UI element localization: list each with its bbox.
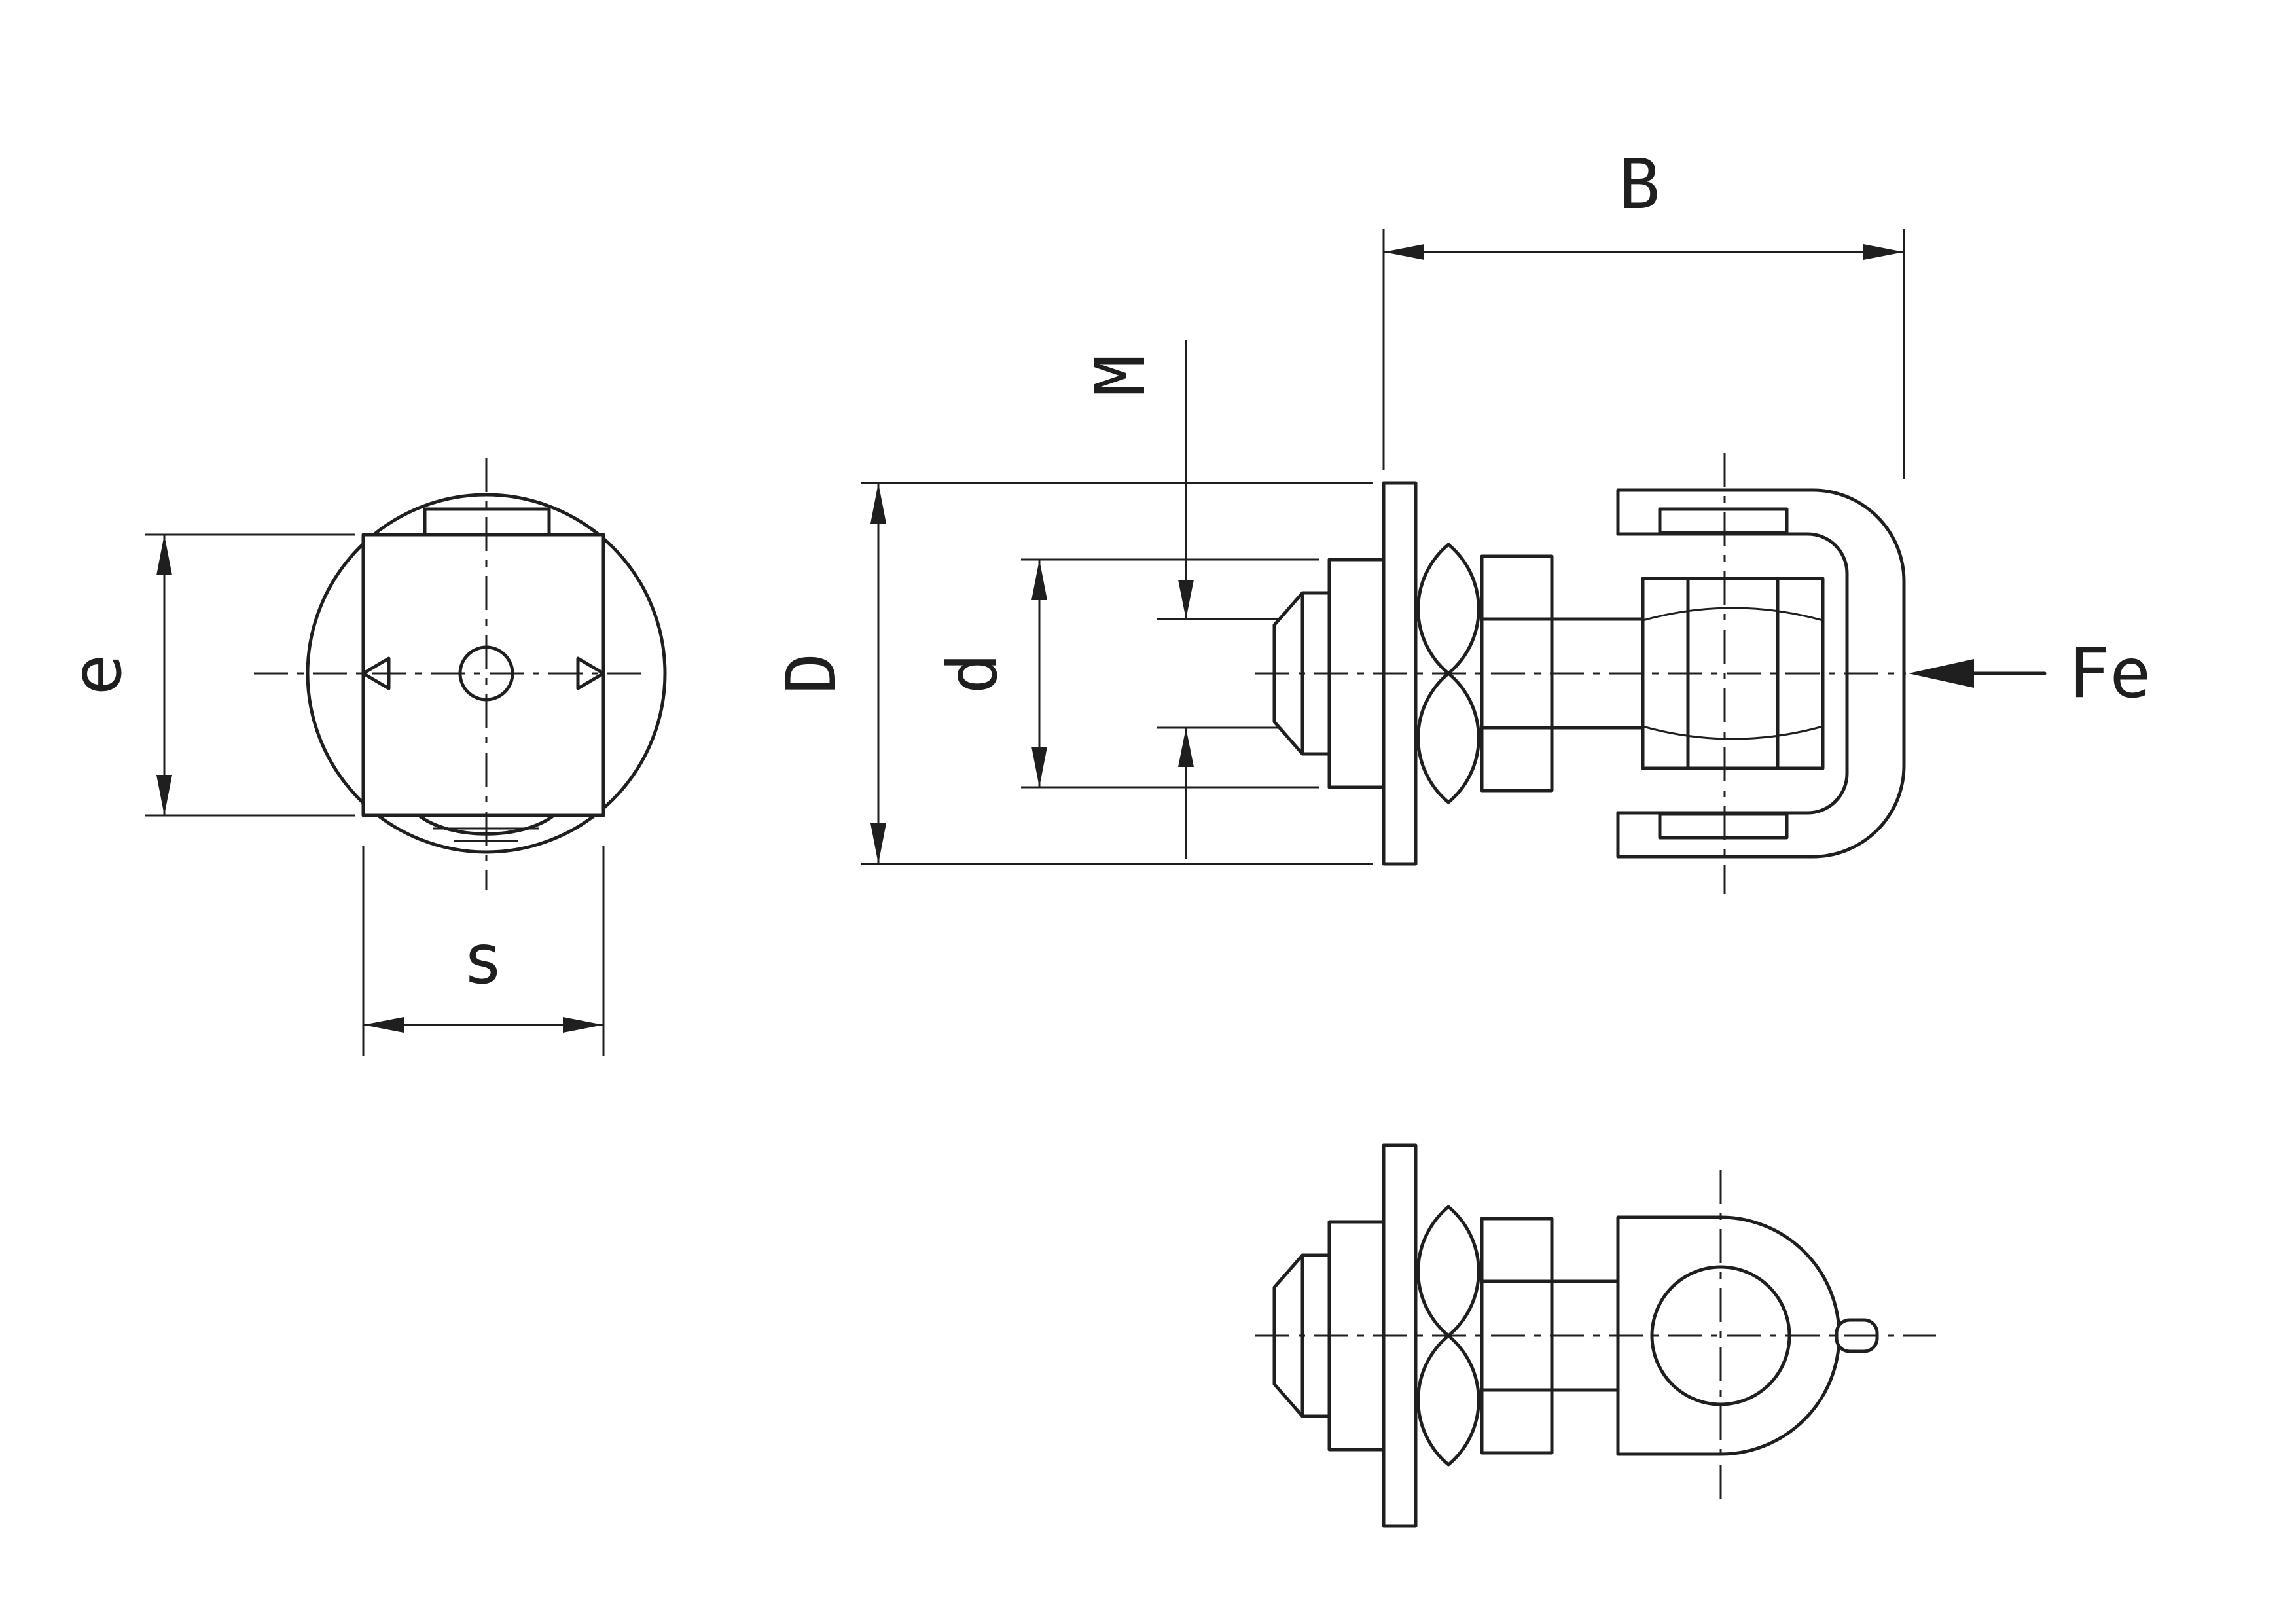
dimension-M: M bbox=[1081, 340, 1278, 859]
arrowhead-left bbox=[1384, 244, 1424, 260]
arrowhead-left bbox=[363, 1017, 404, 1033]
arrowhead-down bbox=[156, 775, 172, 815]
dimension-d: d bbox=[933, 558, 1319, 789]
front-view: e s bbox=[57, 458, 667, 1056]
pivot-nut-chamfer-bottom bbox=[1642, 725, 1823, 740]
dimension-s: s bbox=[362, 846, 605, 1056]
arrowhead-up bbox=[1031, 560, 1047, 600]
spring-washer-upper bbox=[1416, 543, 1480, 675]
spring-washer-lower bbox=[1416, 671, 1480, 804]
dimension-e: e bbox=[57, 533, 355, 817]
arrowhead-down bbox=[1178, 580, 1194, 619]
spring-washer-lower bbox=[1416, 1334, 1480, 1467]
dim-label-fe: Fe bbox=[2068, 633, 2151, 713]
top-view bbox=[1255, 1143, 1936, 1528]
weld-disc-outline bbox=[306, 493, 667, 854]
arrowhead-up bbox=[1178, 728, 1194, 767]
dim-label-e: e bbox=[57, 654, 137, 695]
pivot-nut-chamfer-top bbox=[1642, 607, 1823, 622]
fe-arrowhead bbox=[1909, 659, 1974, 688]
force-arrow: Fe bbox=[1909, 633, 2151, 713]
arrowhead-up bbox=[870, 483, 886, 524]
pivot-bolt-top bbox=[1658, 507, 1789, 535]
spring-washer-upper bbox=[1416, 1205, 1480, 1338]
dim-label-b: B bbox=[1619, 145, 1660, 224]
dim-label-m: M bbox=[1081, 355, 1160, 396]
side-view: B D d M bbox=[772, 145, 2151, 894]
dim-label-small-d: d bbox=[933, 652, 1013, 694]
arrowhead-right bbox=[1863, 244, 1904, 260]
dimension-D: D bbox=[772, 482, 1373, 865]
arrowhead-right bbox=[563, 1017, 603, 1033]
arrowhead-down bbox=[870, 823, 886, 864]
dimension-B: B bbox=[1382, 145, 1905, 479]
arrowhead-up bbox=[156, 535, 172, 575]
pivot-bolt-bottom bbox=[1658, 812, 1789, 840]
dim-label-cap-d: D bbox=[772, 652, 852, 694]
dim-label-s: s bbox=[462, 919, 503, 999]
arrowhead-down bbox=[1031, 747, 1047, 787]
